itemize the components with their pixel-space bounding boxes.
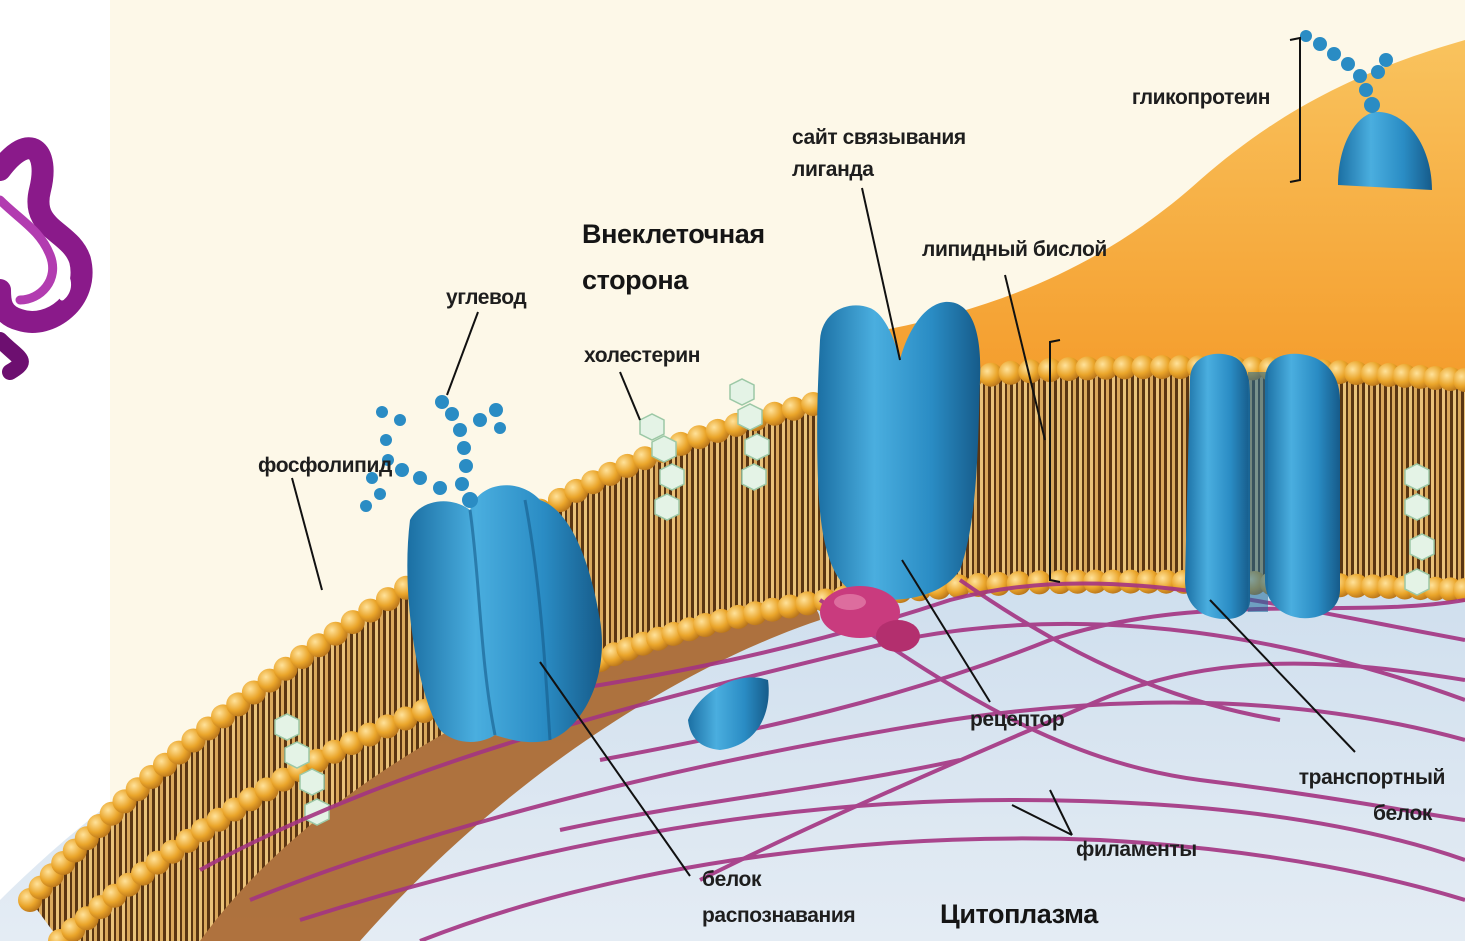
label-carbohydrate: углевод [446, 284, 526, 312]
label-ligand-site-line1: сайт связывания [792, 124, 966, 152]
label-cholesterol: холестерин [584, 342, 700, 370]
label-ligand-site-line2: лиганда [792, 156, 874, 184]
label-transport-line1: транспортный [1230, 764, 1445, 792]
label-extracellular-line2: сторона [582, 262, 688, 298]
label-receptor: рецептор [970, 706, 1064, 734]
label-extracellular-line1: Внеклеточная [582, 216, 765, 252]
label-recognition-line2: распознавания [702, 902, 855, 930]
label-filaments: филаменты [1076, 836, 1197, 864]
label-cytoplasm: Цитоплазма [940, 896, 1098, 932]
label-recognition-line1: белок [702, 866, 761, 894]
label-phospholipid: фосфолипид [258, 452, 392, 480]
label-lipid-bilayer: липидный бислой [922, 236, 1107, 264]
transport-protein [1185, 354, 1340, 619]
label-transport-line2: белок [1230, 800, 1432, 828]
label-glycoprotein: гликопротеин [1060, 84, 1270, 112]
